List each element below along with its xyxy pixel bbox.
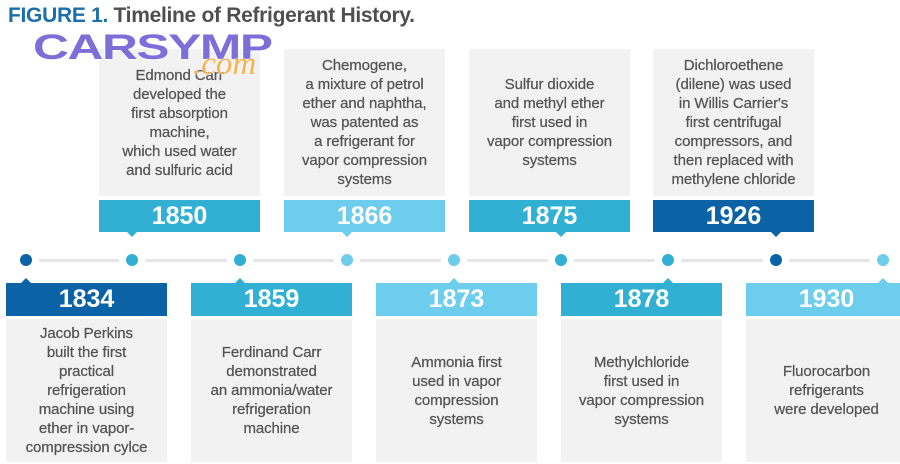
- year-label: 1875: [469, 200, 630, 232]
- pointer-up-icon: [878, 278, 888, 283]
- event-description: Sulfur dioxide and methyl ether first us…: [486, 76, 613, 169]
- year-label: 1850: [99, 200, 260, 232]
- pointer-down-icon: [771, 232, 781, 237]
- pointer-up-icon: [235, 278, 245, 283]
- event-description-box: Ammonia first used in vapor compression …: [376, 319, 537, 462]
- pointer-down-icon: [127, 232, 137, 237]
- event-description-box: Methylchloride first used in vapor compr…: [561, 319, 722, 462]
- timeline-line-segment: [145, 259, 227, 262]
- year-label: 1878: [561, 283, 722, 316]
- event-description-box: Dichloroethene (dilene) was used in Will…: [653, 49, 814, 196]
- timeline-line-segment: [467, 259, 548, 262]
- timeline-dot-1930: [877, 254, 889, 266]
- figure-title-text: Timeline of Refrigerant History.: [113, 4, 415, 27]
- year-label: 1926: [653, 200, 814, 232]
- pointer-up-icon: [663, 278, 673, 283]
- timeline-dot-1866: [341, 254, 353, 266]
- event-description: Ferdinand Carr demonstrated an ammonia/w…: [210, 344, 333, 437]
- timeline-dot-1834: [20, 254, 32, 266]
- event-description: Dichloroethene (dilene) was used in Will…: [671, 57, 796, 188]
- year-label: 1866: [284, 200, 445, 232]
- event-description: Methylchloride first used in vapor compr…: [578, 353, 705, 428]
- year-label: 1834: [6, 283, 167, 316]
- year-label: 1873: [376, 283, 537, 316]
- timeline-dot-1878: [662, 254, 674, 266]
- pointer-up-icon: [21, 278, 31, 283]
- event-description: Edmond Carr developed the first absorpti…: [122, 66, 237, 179]
- year-label: 1859: [191, 283, 352, 316]
- event-description: Fluorocarbon refrigerants were developed: [774, 363, 879, 418]
- pointer-down-icon: [556, 232, 566, 237]
- event-description-box: Ferdinand Carr demonstrated an ammonia/w…: [191, 319, 352, 462]
- timeline-line-segment: [574, 259, 655, 262]
- event-description-box: Chemogene, a mixture of petrol ether and…: [284, 49, 445, 196]
- timeline-dot-1926: [770, 254, 782, 266]
- year-label: 1930: [746, 283, 900, 316]
- event-description: Ammonia first used in vapor compression …: [411, 353, 502, 428]
- timeline-dot-1850: [126, 254, 138, 266]
- event-description-box: Edmond Carr developed the first absorpti…: [99, 49, 260, 196]
- timeline-dot-1859: [234, 254, 246, 266]
- timeline-dot-1875: [555, 254, 567, 266]
- timeline-line-segment: [39, 259, 119, 262]
- event-description-box: Sulfur dioxide and methyl ether first us…: [469, 49, 630, 196]
- timeline-line-segment: [253, 259, 334, 262]
- figure-label: FIGURE 1.: [8, 4, 108, 27]
- timeline-line-segment: [360, 259, 441, 262]
- event-description: Chemogene, a mixture of petrol ether and…: [301, 57, 428, 188]
- timeline-line-segment: [789, 259, 870, 262]
- timeline-line-segment: [681, 259, 763, 262]
- event-description: Jacob Perkins built the first practical …: [25, 325, 148, 456]
- pointer-down-icon: [342, 232, 352, 237]
- timeline-dot-1873: [448, 254, 460, 266]
- event-description-box: Fluorocarbon refrigerants were developed: [746, 319, 900, 462]
- figure-title: FIGURE 1. Timeline of Refrigerant Histor…: [8, 3, 415, 29]
- pointer-up-icon: [449, 278, 459, 283]
- event-description-box: Jacob Perkins built the first practical …: [6, 319, 167, 462]
